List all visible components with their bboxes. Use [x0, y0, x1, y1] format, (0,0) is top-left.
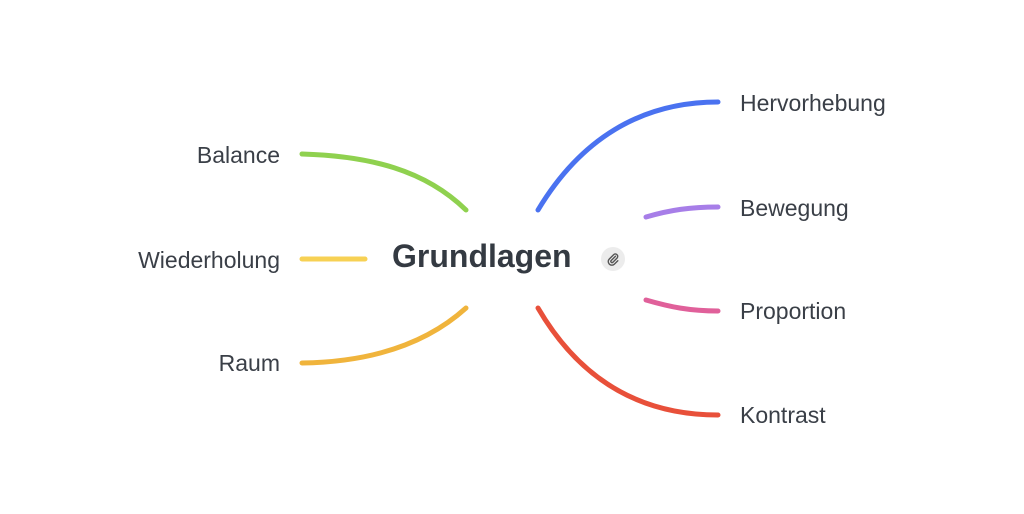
branch-line-proportion [643, 297, 721, 314]
topic-raum[interactable]: Raum [218, 350, 280, 376]
branch-line-balance [299, 151, 469, 213]
branch-line-hervorhebung [535, 99, 721, 213]
topic-hervorhebung[interactable]: Hervorhebung [740, 90, 886, 116]
attachment-button[interactable] [601, 247, 625, 271]
paperclip-icon [607, 253, 619, 266]
topic-wiederholung[interactable]: Wiederholung [138, 247, 280, 273]
branch-line-raum [299, 305, 469, 366]
topic-proportion[interactable]: Proportion [740, 298, 847, 324]
central-topic[interactable]: Grundlagen [392, 238, 572, 274]
branch-line-bewegung [643, 204, 721, 220]
topic-balance[interactable]: Balance [196, 142, 280, 168]
topic-bewegung[interactable]: Bewegung [740, 195, 849, 221]
branch-line-kontrast [535, 305, 721, 418]
topic-kontrast[interactable]: Kontrast [740, 402, 826, 428]
